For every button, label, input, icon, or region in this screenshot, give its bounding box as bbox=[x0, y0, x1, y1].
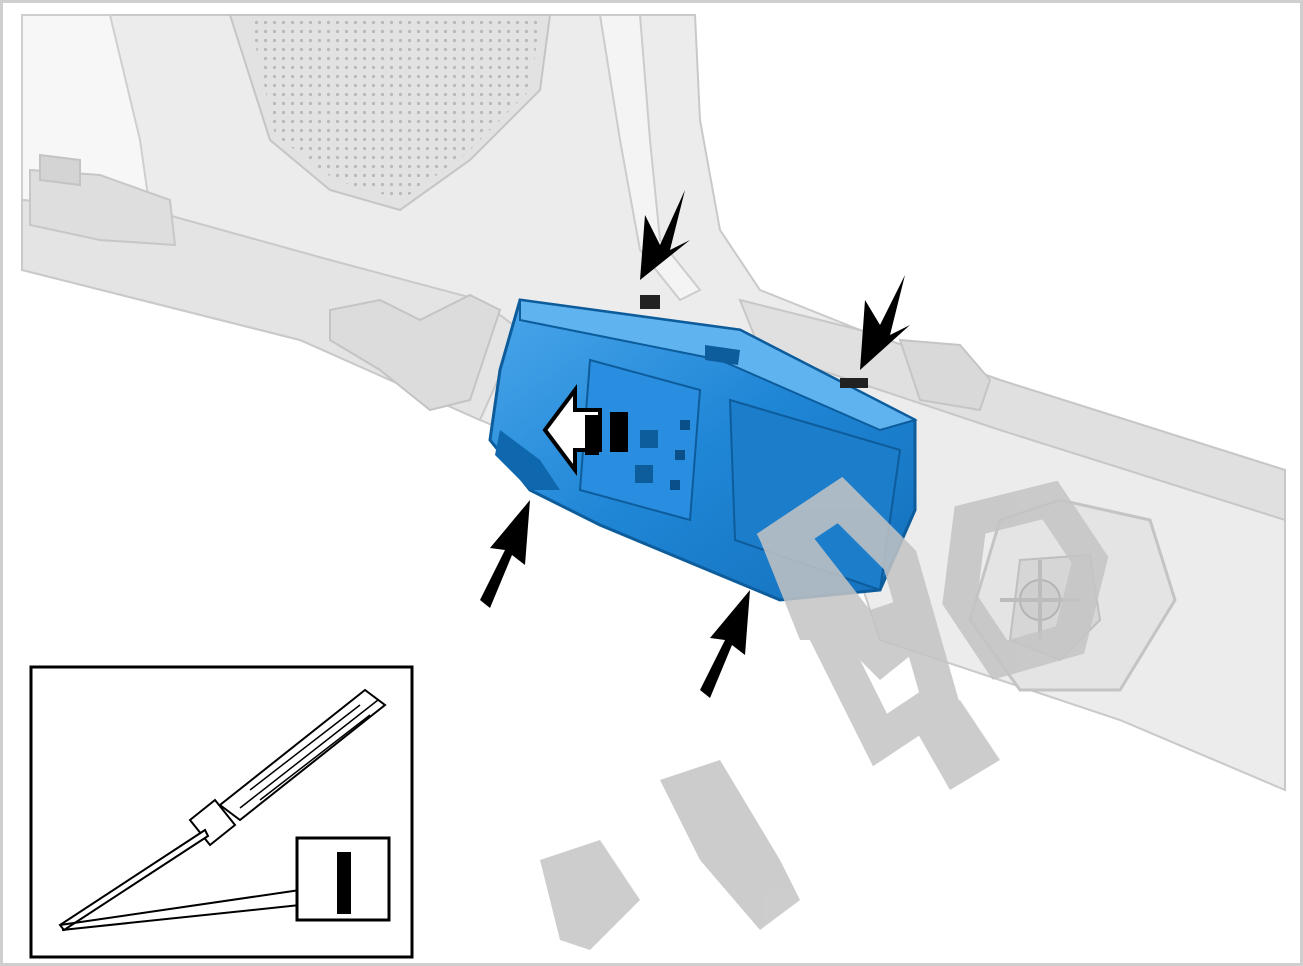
clip-arrow-top-right bbox=[840, 275, 910, 388]
sample-watermark bbox=[540, 476, 1109, 950]
clip-arrow-bottom-right bbox=[700, 590, 750, 698]
clip-arrow-top-left bbox=[640, 190, 690, 309]
screwdriver-icon bbox=[58, 688, 387, 932]
slide-direction-arrow bbox=[542, 384, 628, 476]
module-slot-lower bbox=[635, 465, 653, 483]
tool-inset bbox=[29, 665, 414, 959]
clip-arrow-bottom-left bbox=[480, 500, 530, 608]
tool-size-label-bar bbox=[337, 852, 351, 914]
module-slot-upper bbox=[640, 430, 658, 448]
